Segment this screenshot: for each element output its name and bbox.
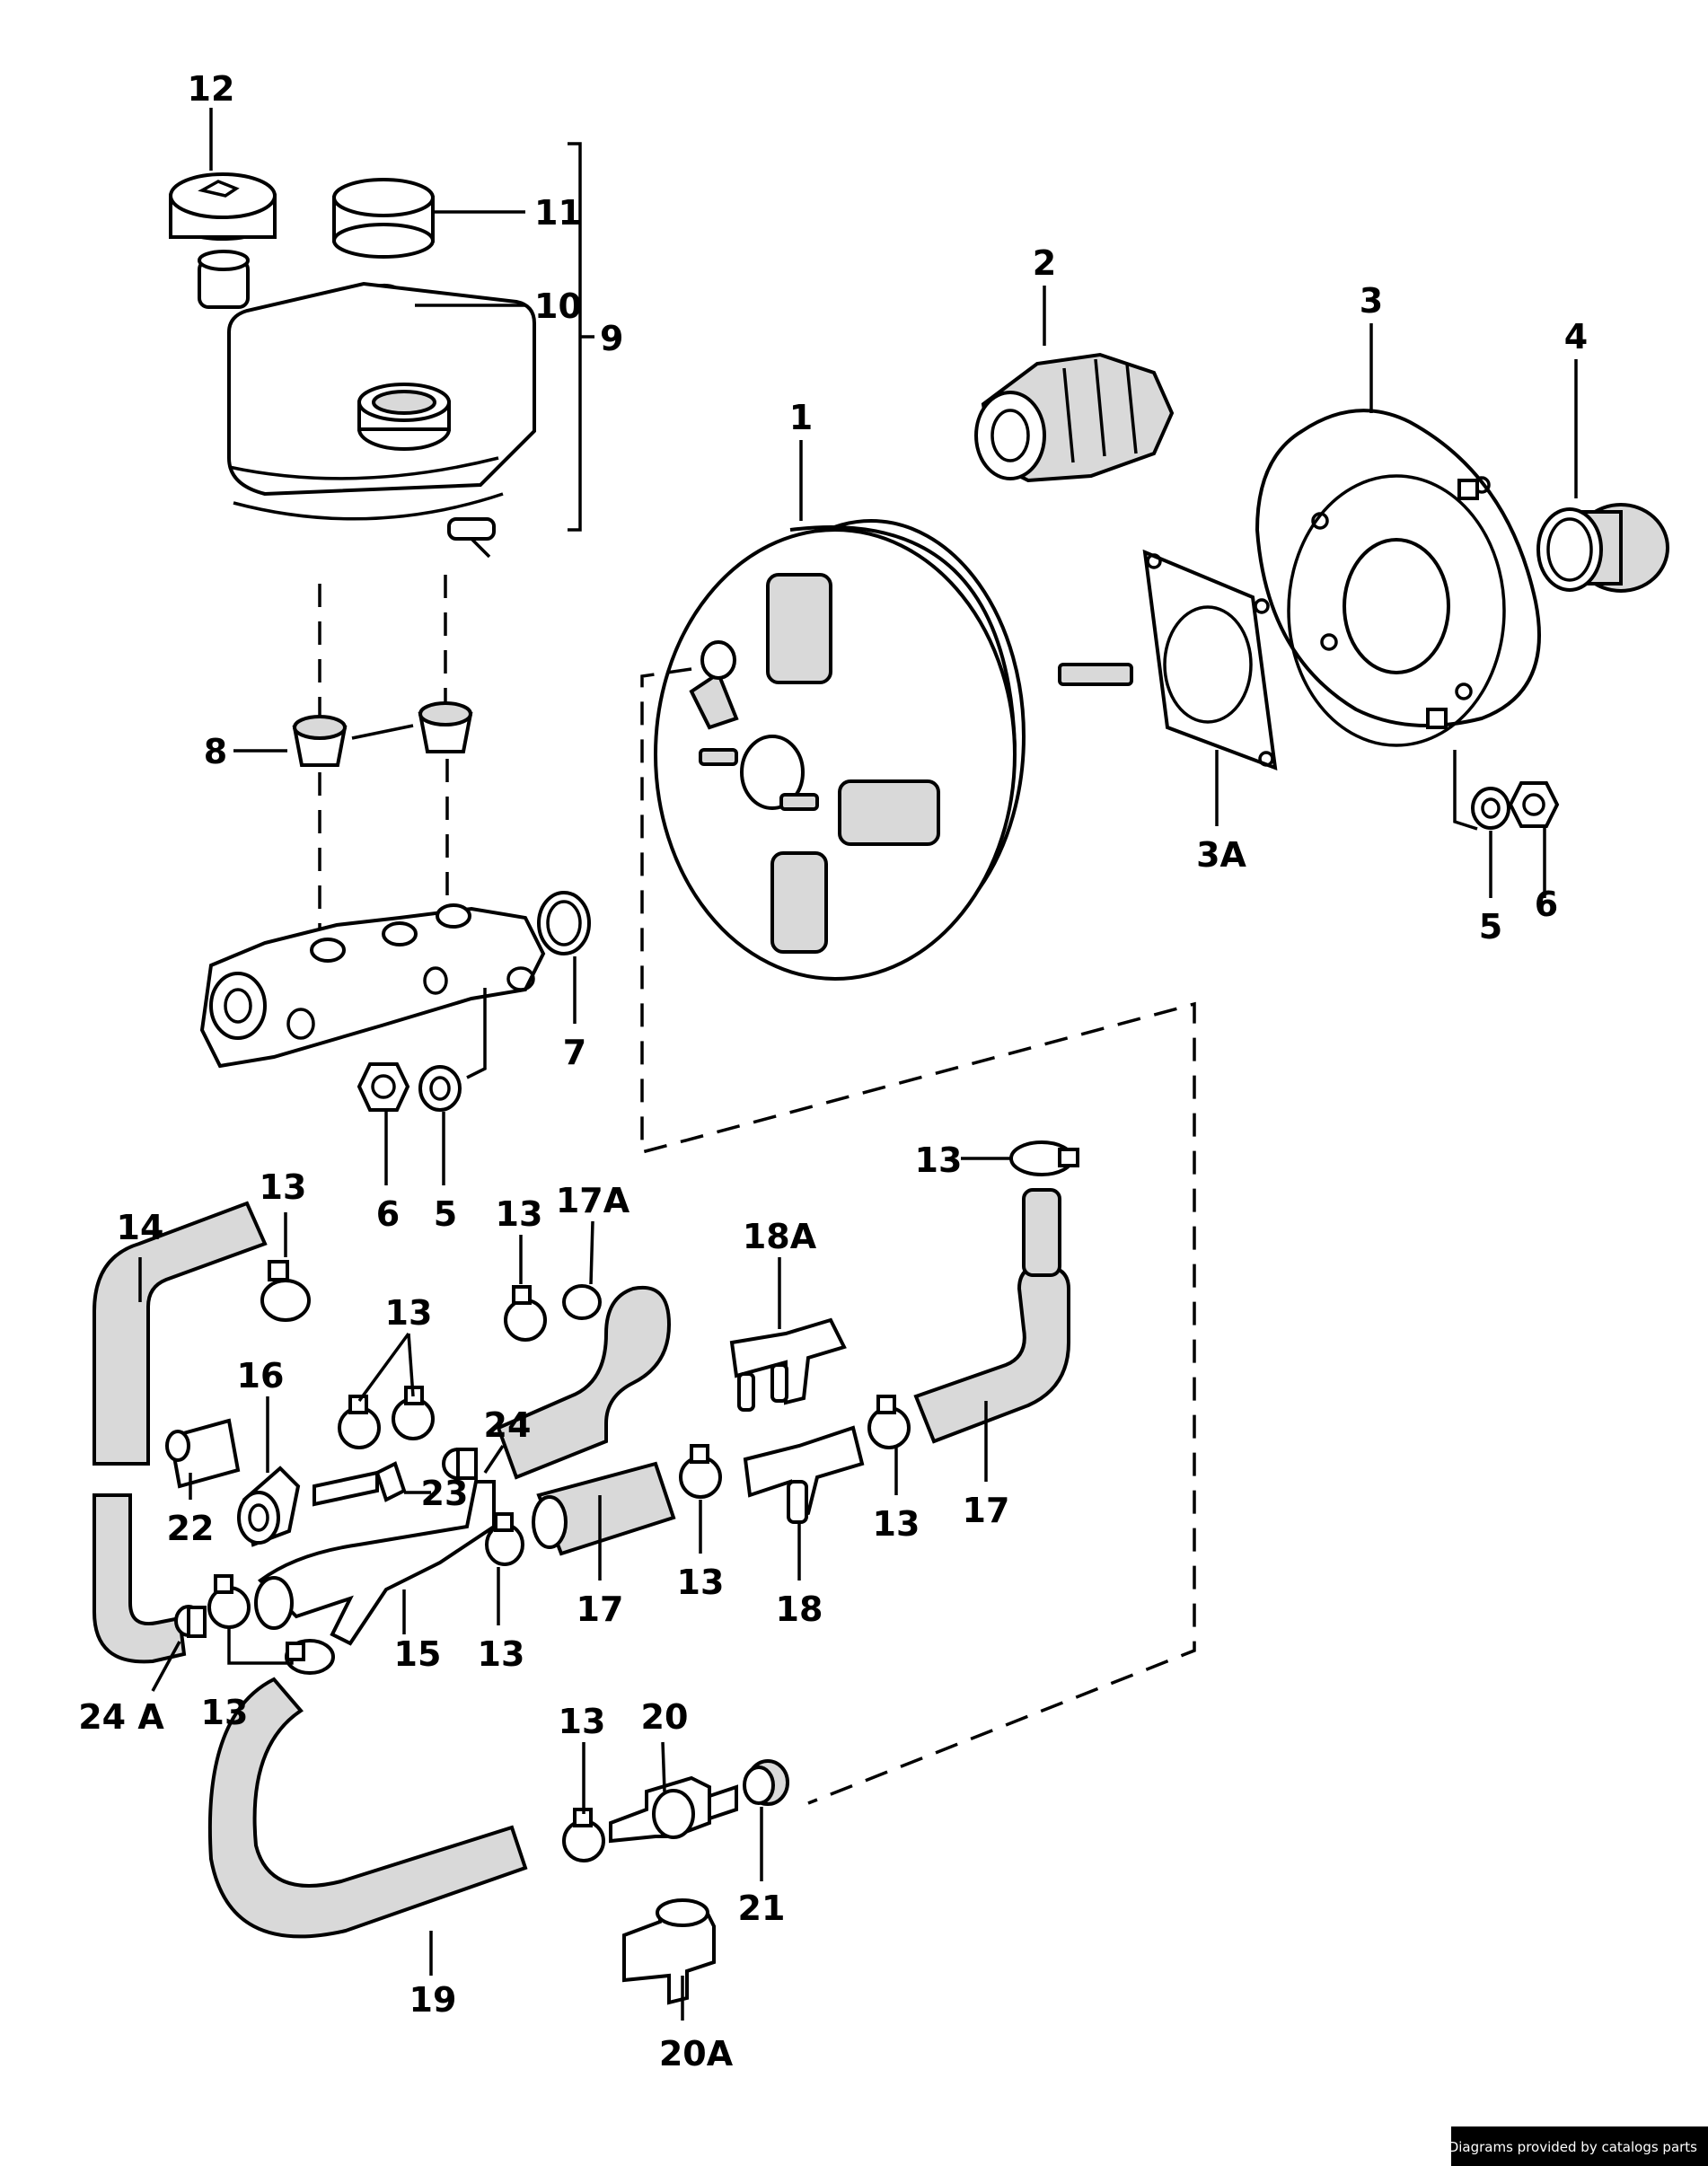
label-14: 14	[117, 1208, 164, 1247]
tee-fitting-18[interactable]	[743, 1425, 865, 1524]
connector-21[interactable]	[743, 1759, 789, 1806]
label-5b: 5	[434, 1194, 457, 1234]
vacuum-hose-17-right[interactable]	[913, 1264, 1070, 1444]
vacuum-hose-14[interactable]	[92, 1201, 268, 1466]
connector-24a[interactable]	[174, 1605, 207, 1638]
label-6b: 6	[376, 1194, 400, 1234]
label-5a: 5	[1479, 907, 1502, 947]
label-21: 21	[738, 1889, 786, 1928]
label-6a: 6	[1535, 885, 1558, 924]
label-13-c: 13	[496, 1194, 543, 1234]
hose-clamp-13-h[interactable]	[1009, 1140, 1079, 1176]
label-17-b: 17	[577, 1589, 624, 1629]
callout-labels: 12 11 10 9 8 1 2 3 4 3A 5 6 7 6 5 13 14 …	[78, 69, 1588, 2074]
label-24A: 24 A	[78, 1697, 164, 1737]
hose-clamp-13-g[interactable]	[867, 1395, 911, 1449]
hose-clamp-13-b[interactable]	[338, 1395, 381, 1449]
credit-text: Diagrams provided by catalogs parts	[1448, 2139, 1697, 2155]
seal-ring-7[interactable]	[537, 891, 591, 955]
label-13-h: 13	[201, 1693, 249, 1732]
label-9: 9	[600, 319, 623, 358]
hose-clamp-13-f[interactable]	[679, 1444, 722, 1499]
label-13-b: 13	[385, 1293, 433, 1333]
vacuum-hose-19[interactable]	[207, 1677, 528, 1939]
label-23: 23	[421, 1474, 469, 1513]
vacuum-hose-17a[interactable]	[496, 1285, 672, 1480]
reservoir-grommet-8b[interactable]	[418, 701, 473, 753]
label-17-a: 17	[963, 1491, 1010, 1530]
hose-clamp-13-e[interactable]	[485, 1512, 524, 1566]
label-8: 8	[204, 732, 227, 771]
reservoir-cap-12[interactable]	[169, 172, 277, 309]
gasket-3a[interactable]	[1142, 549, 1278, 771]
label-13-a: 13	[260, 1167, 307, 1207]
label-13-e: 13	[873, 1504, 920, 1544]
hose-clamp-13-d[interactable]	[504, 1285, 547, 1342]
label-13-f: 13	[677, 1563, 725, 1602]
label-20: 20	[641, 1697, 689, 1737]
label-12: 12	[188, 69, 235, 109]
booster-boot-2[interactable]	[974, 352, 1175, 483]
hose-clamp-13-j[interactable]	[562, 1808, 605, 1862]
hose-clamp-13-i[interactable]	[207, 1574, 335, 1675]
vacuum-hose-lower-left[interactable]	[92, 1493, 187, 1664]
label-15: 15	[394, 1634, 442, 1674]
label-2: 2	[1033, 243, 1056, 283]
bolt-23[interactable]	[313, 1461, 407, 1507]
label-22: 22	[167, 1509, 215, 1548]
master-cylinder[interactable]	[199, 903, 546, 1069]
label-11: 11	[534, 193, 582, 233]
label-24: 24	[484, 1405, 532, 1445]
washer-5a[interactable]	[1471, 787, 1510, 830]
label-13-d: 13	[915, 1140, 963, 1180]
label-17A: 17A	[556, 1181, 630, 1220]
label-18A: 18A	[743, 1217, 817, 1256]
label-13-g: 13	[478, 1634, 525, 1674]
label-3a: 3A	[1196, 835, 1246, 875]
brake-booster-1[interactable]	[654, 519, 1133, 981]
credit-banner	[1451, 2126, 1708, 2166]
hose-clamp-13-a[interactable]	[260, 1260, 311, 1322]
booster-bracket-3[interactable]	[1255, 409, 1541, 747]
tee-fitting-15[interactable]	[257, 1480, 496, 1646]
check-valve-20[interactable]	[609, 1775, 738, 1844]
nut-6a[interactable]	[1508, 781, 1560, 828]
nut-6b[interactable]	[357, 1062, 410, 1112]
reservoir-cap-11[interactable]	[332, 178, 435, 259]
label-7: 7	[563, 1033, 586, 1072]
reservoir-grommet-8a[interactable]	[292, 715, 348, 767]
check-valve-20a[interactable]	[622, 1898, 716, 2005]
label-1: 1	[789, 398, 813, 437]
spacer-ring-4[interactable]	[1536, 503, 1669, 593]
label-13-i: 13	[559, 1702, 606, 1741]
sleeve-22[interactable]	[165, 1418, 241, 1489]
label-18: 18	[776, 1589, 823, 1629]
connector-24[interactable]	[442, 1448, 478, 1480]
label-10: 10	[534, 286, 582, 326]
label-4: 4	[1564, 317, 1588, 357]
label-3: 3	[1360, 281, 1383, 321]
brake-fluid-reservoir[interactable]	[227, 281, 536, 559]
washer-5b[interactable]	[418, 1065, 462, 1112]
label-19: 19	[409, 1980, 457, 2020]
holder-16[interactable]	[237, 1466, 301, 1547]
label-16: 16	[237, 1356, 285, 1396]
tee-fitting-18a[interactable]	[729, 1317, 847, 1412]
label-20A: 20A	[659, 2034, 734, 2074]
leader-lines	[138, 108, 1578, 2021]
